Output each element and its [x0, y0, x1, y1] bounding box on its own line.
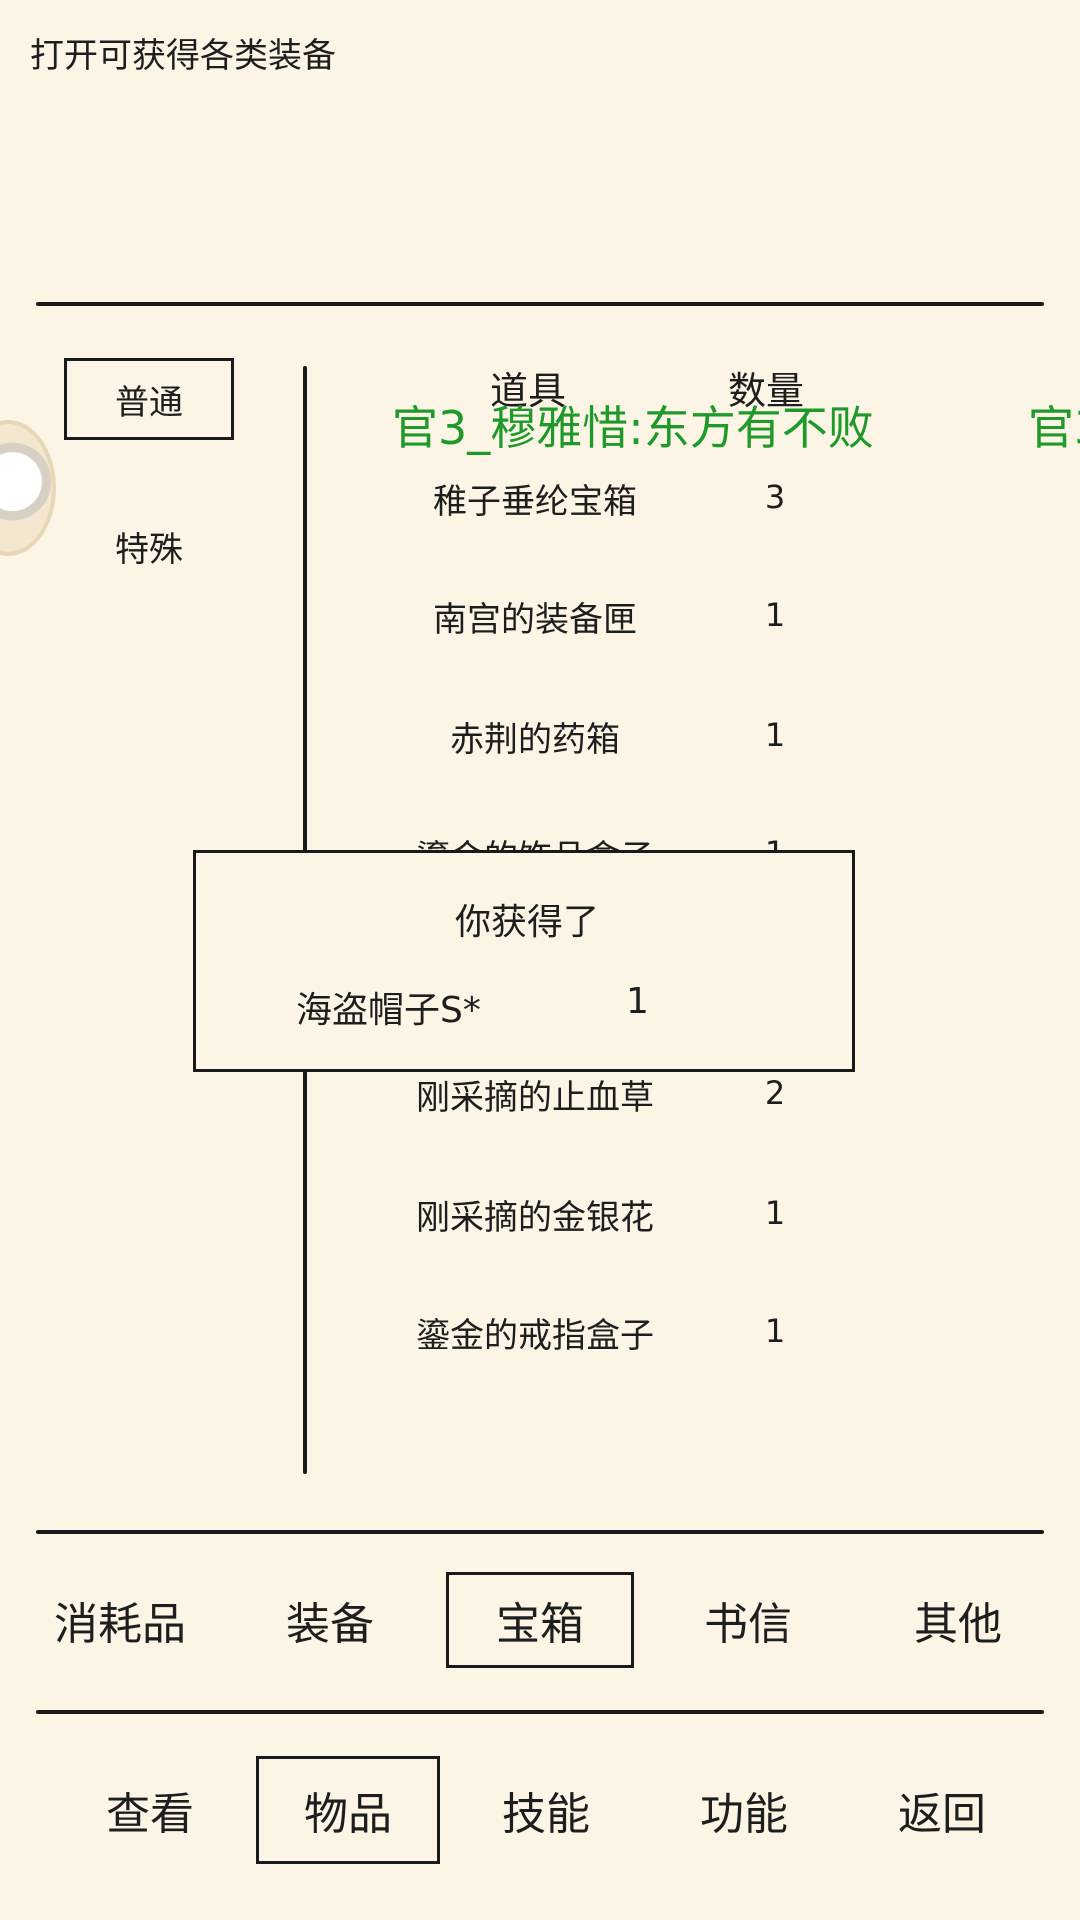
chat-ticker-message: 官3_穆雅惜:东方有不败	[392, 401, 874, 455]
table-row-name[interactable]: 鎏金的戒指盒子	[416, 1316, 654, 1356]
tabs-bottom-divider	[36, 1710, 1044, 1714]
tab-other[interactable]: 其他	[914, 1599, 1002, 1650]
list-bottom-divider	[36, 1530, 1044, 1534]
table-row-name[interactable]: 刚采摘的金银花	[416, 1198, 654, 1238]
table-row-qty: 1	[764, 1312, 786, 1350]
table-row-name[interactable]: 稚子垂纶宝箱	[433, 482, 637, 522]
table-row-qty: 2	[764, 1074, 786, 1112]
table-row-name[interactable]: 刚采摘的止血草	[416, 1078, 654, 1118]
table-row-name[interactable]: 南宫的装备匣	[433, 600, 637, 640]
nav-view-button[interactable]: 查看	[106, 1789, 194, 1840]
column-header-item: 道具	[490, 369, 567, 413]
table-row-qty: 3	[764, 478, 786, 516]
reward-modal[interactable]: 你获得了 海盗帽子S* 1	[193, 850, 855, 1072]
column-header-qty: 数量	[728, 369, 805, 413]
chat-ticker-next: 官3	[1028, 401, 1080, 455]
table-row-qty: 1	[764, 1194, 786, 1232]
nav-functions-button[interactable]: 功能	[700, 1789, 788, 1840]
tab-consumables[interactable]: 消耗品	[54, 1599, 186, 1650]
floating-avatar-icon[interactable]	[0, 420, 56, 556]
tab-letters[interactable]: 书信	[704, 1599, 792, 1650]
table-row-qty: 1	[764, 716, 786, 754]
filter-normal-button[interactable]: 普通	[64, 358, 234, 440]
filter-special-button[interactable]: 特殊	[115, 529, 183, 570]
table-row-name[interactable]: 赤荆的药箱	[450, 720, 620, 760]
nav-skills-button[interactable]: 技能	[502, 1789, 590, 1840]
top-divider	[36, 302, 1044, 306]
tab-equipment[interactable]: 装备	[286, 1599, 374, 1650]
item-description: 打开可获得各类装备	[30, 36, 336, 76]
tab-chests[interactable]: 宝箱	[446, 1572, 634, 1668]
nav-items-button[interactable]: 物品	[256, 1756, 440, 1864]
table-row-qty: 1	[764, 596, 786, 634]
nav-back-button[interactable]: 返回	[898, 1789, 986, 1840]
reward-item-qty: 1	[626, 981, 649, 1022]
reward-modal-title: 你获得了	[454, 902, 599, 943]
reward-item-name: 海盗帽子S*	[296, 990, 481, 1031]
